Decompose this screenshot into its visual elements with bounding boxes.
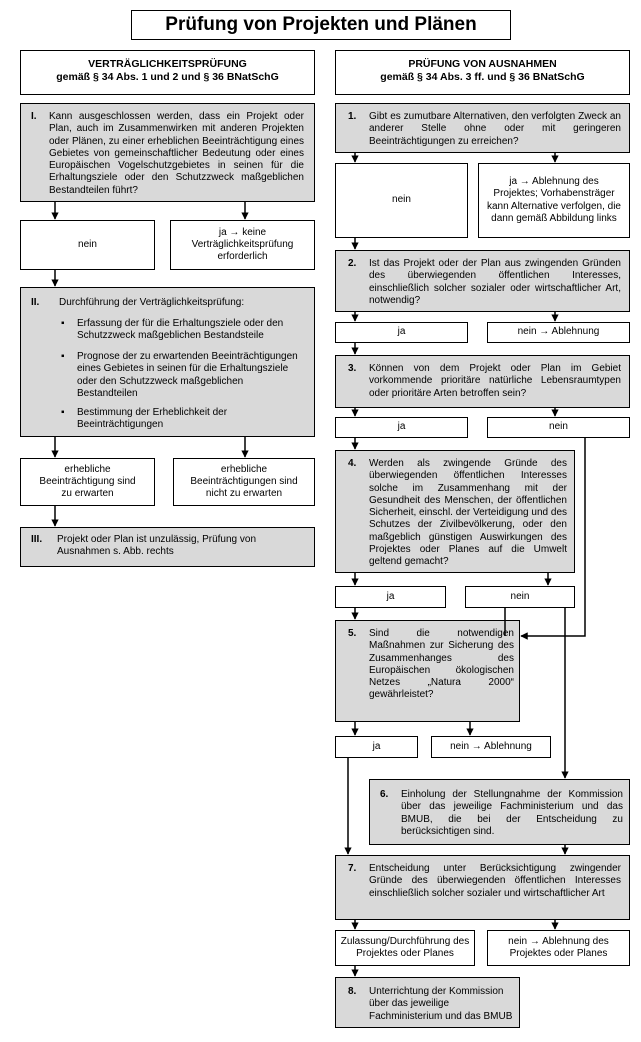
step-III-number: III. (31, 534, 43, 545)
q4-box: 4. Werden als zwingende Gründe des überw… (335, 450, 575, 573)
q7-text: Entscheidung unter Berücksichtigung zwin… (369, 863, 621, 899)
q5-nein-box: nein → Ablehnung (431, 736, 551, 758)
q1-nein-box: nein (335, 163, 468, 238)
right-heading-line2: gemäß § 34 Abs. 3 ff. und § 36 BNatSchG (380, 71, 585, 83)
q6-text: Einholung der Stellungnahme der Kommissi… (401, 789, 623, 837)
q8-text: Unterrichtung der Kommission über das je… (369, 986, 513, 1022)
step-II-text: Durchführung der Verträglichkeitsprüfung… (59, 297, 245, 308)
q1-ja-box: ja → Ablehnung des Projektes; Vorhabenst… (478, 163, 630, 238)
step-III-box: III. Projekt oder Plan ist unzulässig, P… (20, 527, 315, 567)
erheblich-box: erhebliche Beeinträchtigung sind zu erwa… (20, 458, 155, 506)
step-II-bullet-3: Bestimmung der Erheblichkeit der Beeintr… (61, 407, 302, 432)
left-heading: VERTRÄGLICHKEITSPRÜFUNG gemäß § 34 Abs. … (20, 58, 315, 84)
q4-ja-box: ja (335, 586, 446, 608)
q3-text: Können von dem Projekt oder Plan im Gebi… (369, 363, 621, 399)
right-heading: PRÜFUNG VON AUSNAHMEN gemäß § 34 Abs. 3 … (335, 58, 630, 84)
q7-nein-box: nein → Ablehnung des Projektes oder Plan… (487, 930, 630, 966)
page-title: Prüfung von Projekten und Plänen (131, 10, 511, 40)
q3-box: 3. Können von dem Projekt oder Plan im G… (335, 355, 630, 408)
q2-ja-box: ja (335, 322, 468, 343)
q8-number: 8. (348, 986, 357, 997)
q5-text: Sind die notwendigen Maßnahmen zur Siche… (369, 628, 514, 701)
q4-text: Werden als zwingende Gründe des überwieg… (369, 458, 567, 568)
q3-ja-box: ja (335, 417, 468, 438)
q2-number: 2. (348, 258, 357, 269)
q5-ja-box: ja (335, 736, 418, 758)
step-II-bullet-2: Prognose der zu erwartenden Beeinträchti… (61, 351, 302, 400)
step-I-ja-box: ja → keine Verträglichkeitsprüfung erfor… (170, 220, 315, 270)
right-column-header (335, 50, 630, 95)
left-column-header (20, 50, 315, 95)
q4-nein-box: nein (465, 586, 575, 608)
q2-nein-box: nein → Ablehnung (487, 322, 630, 343)
step-I-number: I. (31, 111, 37, 122)
nicht-erheblich-box: erhebliche Beeinträchtigungen sind nicht… (173, 458, 315, 506)
step-I-text: Kann ausgeschlossen werden, dass ein Pro… (49, 111, 304, 196)
q7-number: 7. (348, 863, 357, 874)
q6-number: 6. (380, 789, 389, 800)
step-II-box: II. Durchführung der Verträglichkeitsprü… (20, 287, 315, 437)
left-heading-line1: VERTRÄGLICHKEITSPRÜFUNG (88, 58, 247, 70)
q4-number: 4. (348, 458, 357, 469)
q1-text: Gibt es zumutbare Alternativen, den verf… (369, 111, 621, 147)
q1-number: 1. (348, 111, 357, 122)
q6-box: 6. Einholung der Stellungnahme der Kommi… (369, 779, 630, 845)
q3-nein-box: nein (487, 417, 630, 438)
q3-number: 3. (348, 363, 357, 374)
step-I-nein-box: nein (20, 220, 155, 270)
right-heading-line1: PRÜFUNG VON AUSNAHMEN (408, 58, 557, 70)
q2-text: Ist das Projekt oder der Plan aus zwinge… (369, 258, 621, 306)
q7-box: 7. Entscheidung unter Berücksichtigung z… (335, 855, 630, 920)
q1-box: 1. Gibt es zumutbare Alternativen, den v… (335, 103, 630, 153)
left-heading-line2: gemäß § 34 Abs. 1 und 2 und § 36 BNatSch… (56, 71, 279, 83)
step-II-number: II. (31, 297, 40, 308)
step-I-box: I. Kann ausgeschlossen werden, dass ein … (20, 103, 315, 202)
step-III-text: Projekt oder Plan ist unzulässig, Prüfun… (57, 534, 256, 558)
q8-box: 8. Unterrichtung der Kommission über das… (335, 977, 520, 1028)
q7-zulassung-box: Zulassung/Durchführung des Projektes ode… (335, 930, 475, 966)
arrow-q3nein-q5 (520, 438, 586, 640)
step-II-bullet-1: Erfassung der für die Erhaltungsziele od… (61, 318, 302, 343)
q5-number: 5. (348, 628, 357, 639)
q2-box: 2. Ist das Projekt oder der Plan aus zwi… (335, 250, 630, 312)
q5-box: 5. Sind die notwendigen Maßnahmen zur Si… (335, 620, 520, 722)
